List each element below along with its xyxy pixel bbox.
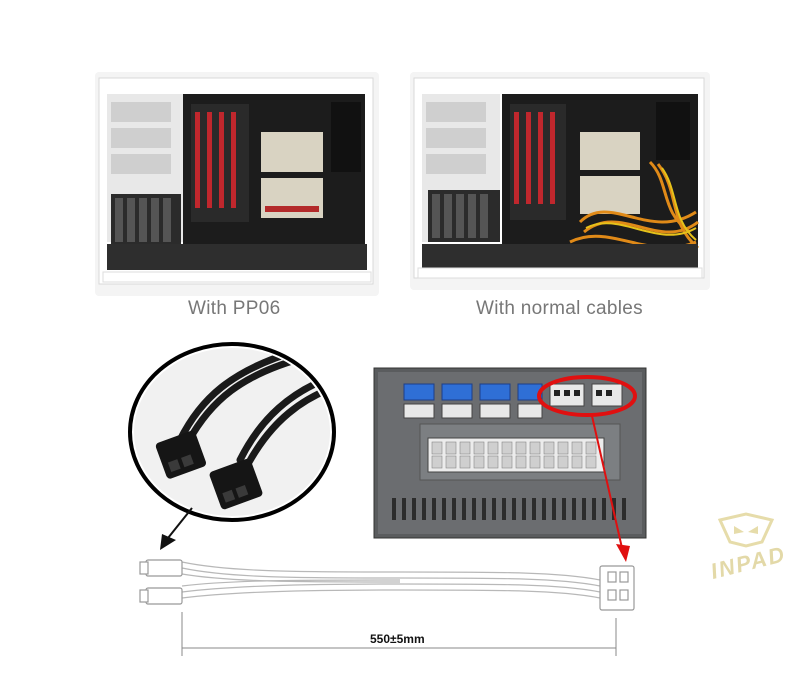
cable-diagram	[128, 342, 647, 656]
left-caption: With PP06	[188, 298, 281, 319]
highlight-arrow	[591, 415, 630, 562]
case-interior-illustration	[98, 77, 374, 285]
right-caption: With normal cables	[476, 298, 643, 319]
psu-modular-panel	[373, 367, 647, 539]
cable-length-label: 550±5mm	[370, 632, 425, 646]
right-connector	[599, 565, 635, 611]
left-connector	[139, 559, 183, 605]
connector-zoom-circle	[128, 342, 336, 522]
dimension-line	[181, 612, 617, 656]
pp06-case-photo	[95, 72, 379, 296]
cable-outline	[181, 561, 601, 599]
inpad-logo-icon	[717, 512, 775, 548]
case-interior-illustration	[413, 77, 705, 279]
normal-cables-case-photo	[410, 72, 710, 290]
zoom-arrow	[160, 507, 193, 550]
